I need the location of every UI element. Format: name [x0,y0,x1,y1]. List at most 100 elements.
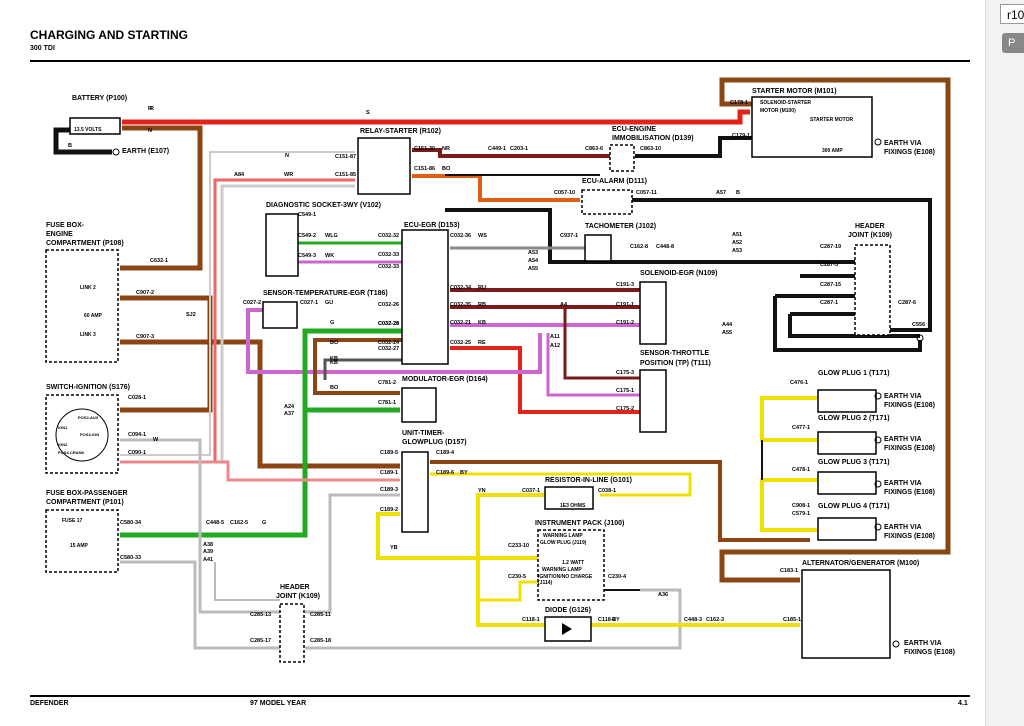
wire-label: C090-1 [128,450,147,456]
wire-w-timer-3 [305,493,400,614]
wire-label: A57 [716,190,727,196]
tachometer-box [584,234,612,262]
wire-label: G [262,520,267,526]
label-switch-ign: SWITCH-IGNITION (S176) [46,384,131,391]
label-link3: LINK 3 [80,332,96,338]
wire-label: A12 [550,343,561,349]
wire-label: C175-2 [616,406,635,412]
label-diag-socket: DIAGNOSTIC SOCKET-3WY (V102) [266,202,382,209]
wire-label: C189-6 [436,470,455,476]
wire-black-ground-loop2 [788,314,920,338]
label-ecu-immob2: IMMOBILISATION (D139) [612,135,694,142]
wire-label: C549-3 [298,253,317,259]
side-search-input[interactable]: r10 [1000,4,1024,24]
wire-label: C179-1 [732,133,751,139]
label-tachometer: TACHOMETER (J102) [585,223,657,230]
wire-label: C162-3 [706,617,725,623]
wire-label: C032-33 [378,252,400,258]
label-fuse-box-engine: FUSE BOX- [46,222,85,229]
wire-label: BO [330,340,339,346]
label-starter-motor-inner: STARTER MOTOR [810,117,854,123]
wire-label: C032-25 [450,340,472,346]
wire-label: C781-1 [378,400,397,406]
wire-label: A37 [284,411,295,417]
wire-brown-link2-ignition [120,295,213,413]
unit-timer-box [401,451,429,533]
label-header-joint: HEADER [855,223,885,230]
wire-label: C285-11 [310,612,331,618]
wire-label: C032-29 [378,321,400,327]
wire-label: N [148,128,152,134]
wire-label: NY [612,617,620,623]
wire-rb-throttle [563,307,640,380]
wire-label: C233-10 [508,543,530,549]
wire-black-battery-ground [53,127,112,155]
label-relay-starter: RELAY-STARTER (R102) [360,128,441,135]
earth-label-5-1: FIXINGS (E108) [904,649,955,656]
wire-label: C191-2 [616,320,635,326]
label-amp-15: 15 AMP [70,543,88,549]
wire-label: C038-1 [598,488,617,494]
wire-label: B [736,190,740,196]
label-battery: BATTERY (P100) [72,95,128,102]
wire-label: C477-1 [792,425,811,431]
wire-n-relay [120,151,355,456]
wire-label: C448-3 [684,617,703,623]
label-warn-glow2: GLOW PLUG (J119) [540,540,587,546]
wire-label: C032-27 [378,346,400,352]
wire-label: C287-19 [820,244,842,250]
wire-label: C032-21 [450,320,472,326]
wire-label: C175-1 [616,388,635,394]
earth-label-3-0: EARTH VIA [884,480,922,487]
label-pos3: POS3-IGN [80,432,100,437]
wire-label: C032-35 [450,302,472,308]
label-glow4: GLOW PLUG 4 (T171) [818,503,890,510]
wire-label: C178-1 [730,100,749,106]
earth-label-4-1: FIXINGS (E108) [884,533,935,540]
label-unit-timer2: GLOWPLUG (D157) [402,439,467,446]
wire-label: KB [478,320,486,326]
footer-center: 97 MODEL YEAR [250,700,307,707]
wire-label: C032-32 [378,233,400,239]
wire-label: C162-8 [630,244,649,250]
wire-label: C162-5 [230,520,249,526]
instrument-pack-box [537,529,605,601]
wire-yb-glow12 [760,396,818,442]
earth-label-4-0: EARTH VIA [884,524,922,531]
wire-wr-1 [213,178,355,462]
wire-label: S [366,110,370,116]
label-sensor-throttle: SENSOR-THROTTLE [640,350,710,357]
side-button[interactable]: P [1002,33,1024,53]
ecu-egr-box [401,229,449,365]
label-fuse-box-engine3: COMPARTMENT (P108) [46,240,124,247]
wire-label: C287-6 [898,300,917,306]
modulator-box [401,387,437,423]
wire-label: C287-15 [820,282,842,288]
wire-black-alarm-header [632,198,932,332]
wire-label: A39 [203,549,214,555]
label-glow1: GLOW PLUG 1 (T171) [818,370,890,377]
wire-label: C032-33 [378,264,400,270]
wire-label: C203-1 [510,146,529,152]
sensor-temp-box [262,301,298,329]
label-instrument-pack: INSTRUMENT PACK (J100) [535,520,625,527]
glow-plug-2-box [817,431,877,455]
wire-label: A38 [203,542,214,548]
wire-wr-timer [120,460,400,482]
fuse-box-pass-box [45,509,119,573]
label-warn-charge: WARNING LAMP [542,567,582,573]
wire-label: A44 [722,322,733,328]
label-diode: DIODE (G126) [545,607,591,614]
wire-label: A11 [550,334,560,340]
wire-label: C908-1 [792,503,811,509]
wire-label: RB [478,302,486,308]
label-fuse17: FUSE 17 [62,518,83,524]
label-ign2: IGN2 [58,442,68,447]
wire-brown-starter-solenoid [719,88,752,107]
wire-label: C032-34 [450,285,472,291]
wire-yb-glow34 [760,478,818,532]
wire-w-instrument [305,588,682,650]
wire-label: C907-3 [136,334,155,340]
label-ecu-immob: ECU-ENGINE [612,126,656,133]
